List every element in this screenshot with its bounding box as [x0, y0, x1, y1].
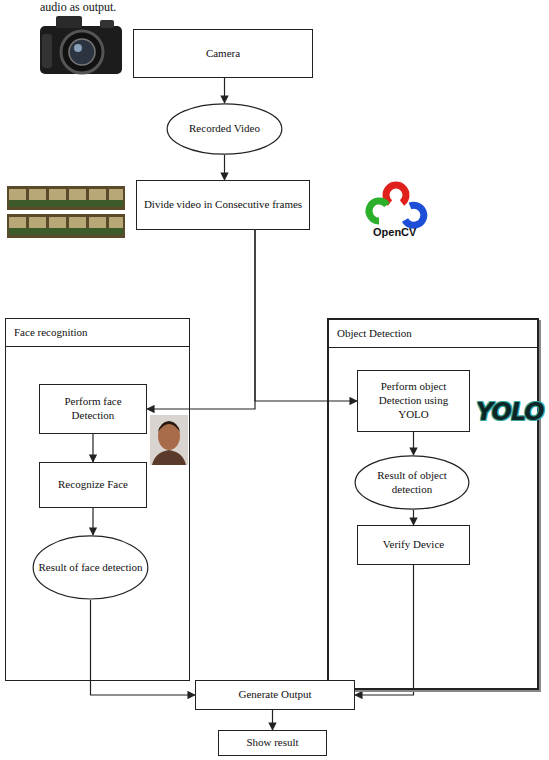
result-ellipse: Result of object detection	[354, 455, 470, 510]
connector-arrow	[272, 710, 273, 730]
process-box: Recognize Face	[39, 462, 147, 508]
connector-arrow	[255, 230, 357, 401]
group-heading: Face recognition	[6, 319, 189, 347]
node-text: Result of object detection	[354, 466, 470, 500]
cut-off-text: audio as output.	[40, 0, 116, 15]
result-ellipse: Result of face detection	[32, 535, 149, 600]
logo-text: OpenCV	[373, 226, 416, 238]
process-box: Divide video in Consecutive frames	[136, 180, 310, 230]
node-text: Camera	[200, 44, 246, 64]
node-text: Show result	[240, 733, 304, 753]
connector-arrow	[92, 434, 93, 462]
connector-arrow	[413, 510, 414, 525]
node-text: Recognize Face	[52, 475, 134, 495]
data-ellipse: Recorded Video	[166, 103, 283, 155]
connector-arrow	[147, 230, 255, 409]
node-text: Divide video in Consecutive frames	[138, 195, 308, 215]
opencv-logo	[369, 185, 424, 225]
process-box: Perform object Detection using YOLO	[357, 370, 470, 432]
logo-text: YOLO	[476, 398, 544, 426]
group-panel: Face recognitionPerform face DetectionRe…	[5, 318, 190, 681]
node-text: Perform object Detection using YOLO	[358, 377, 469, 424]
connector-arrow	[355, 565, 414, 695]
group-panel: Object DetectionPerform object Detection…	[327, 318, 539, 690]
connector-arrow	[92, 508, 93, 535]
process-box: Generate Output	[195, 680, 355, 710]
node-text: Verify Device	[377, 535, 450, 555]
connector-arrow	[224, 78, 225, 103]
node-text: Generate Output	[233, 685, 318, 705]
connector-arrow	[413, 432, 414, 455]
process-box: Perform face Detection	[39, 384, 147, 434]
node-text: Perform face Detection	[40, 392, 146, 426]
face-photo	[150, 415, 188, 465]
node-text: Result of face detection	[32, 558, 148, 578]
process-box: Verify Device	[357, 525, 470, 565]
process-box: Show result	[218, 730, 327, 756]
node-text: Recorded Video	[183, 119, 266, 139]
process-box: Camera	[133, 29, 313, 78]
connector-arrow	[224, 155, 225, 180]
camera-picture	[40, 16, 122, 74]
group-heading: Object Detection	[329, 320, 537, 348]
film-strip-picture	[7, 186, 125, 238]
